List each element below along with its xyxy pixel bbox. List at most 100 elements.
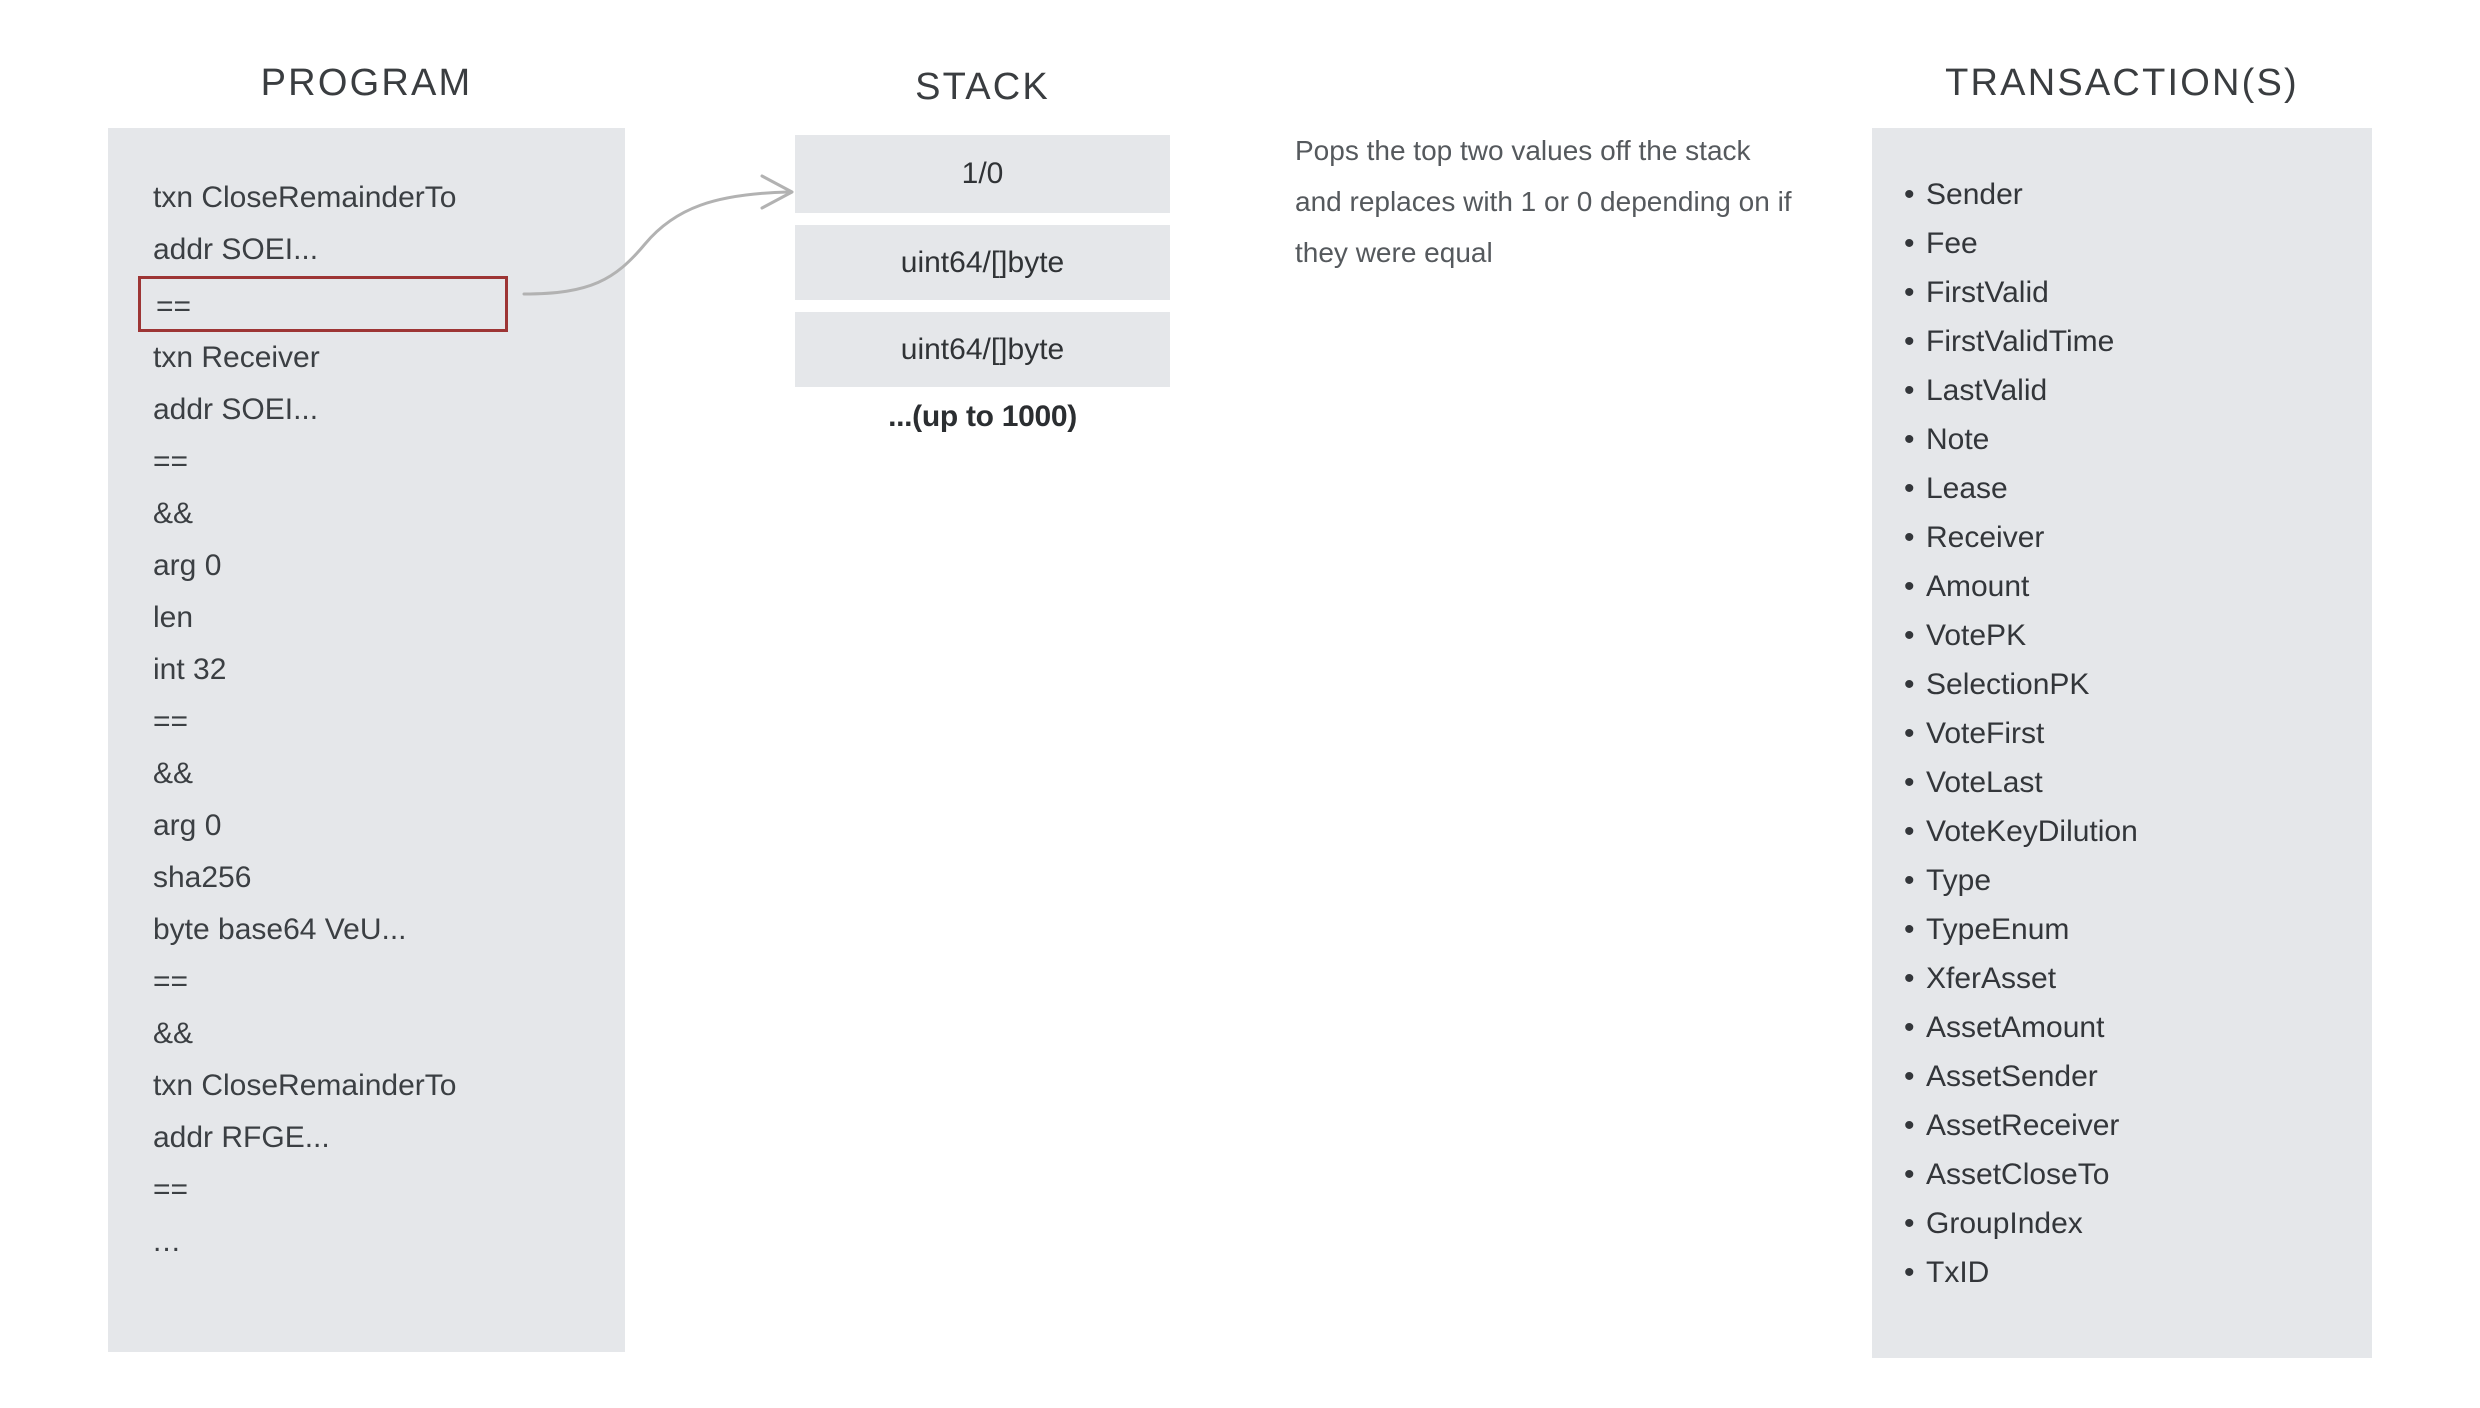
- bullet-icon: •: [1904, 913, 1915, 946]
- stack-column: 1/0 uint64/[]byte uint64/[]byte ...(up t…: [795, 135, 1170, 434]
- transaction-field: • VoteLast: [1904, 758, 2138, 807]
- stack-cell: 1/0: [795, 135, 1170, 213]
- opcode-annotation-text: Pops the top two values off the stack an…: [1295, 135, 1792, 268]
- stack-cell: uint64/[]byte: [795, 312, 1170, 387]
- program-line: ==: [153, 445, 189, 478]
- transaction-field-label: VoteFirst: [1926, 717, 2045, 750]
- transaction-field-label: AssetAmount: [1926, 1011, 2105, 1044]
- bullet-icon: •: [1904, 472, 1915, 505]
- program-line: arg 0: [153, 549, 222, 582]
- transaction-field: • VoteKeyDilution: [1904, 807, 2138, 856]
- bullet-icon: •: [1904, 668, 1915, 701]
- transaction-field: • XferAsset: [1904, 954, 2138, 1003]
- stack-column-heading: STACK: [915, 66, 1050, 108]
- transaction-field-label: Receiver: [1926, 521, 2045, 554]
- program-line: ==: [153, 705, 189, 738]
- transaction-field-label: FirstValid: [1926, 276, 2049, 309]
- transaction-field: • Note: [1904, 415, 2138, 464]
- transaction-field-label: Fee: [1926, 227, 1978, 260]
- program-line: txn Receiver: [153, 341, 320, 374]
- transaction-field: • Receiver: [1904, 513, 2138, 562]
- transaction-field-label: AssetSender: [1926, 1060, 2098, 1093]
- transaction-field: • GroupIndex: [1904, 1199, 2138, 1248]
- program-line: sha256: [153, 861, 252, 894]
- transaction-field: • VoteFirst: [1904, 709, 2138, 758]
- bullet-icon: •: [1904, 227, 1915, 260]
- transaction-field: • AssetReceiver: [1904, 1101, 2138, 1150]
- bullet-icon: •: [1904, 717, 1915, 750]
- program-line: addr SOEI...: [153, 233, 319, 266]
- transactions-column-heading: TRANSACTION(S): [1945, 62, 2299, 104]
- transaction-field: • AssetSender: [1904, 1052, 2138, 1101]
- transaction-field: • SelectionPK: [1904, 660, 2138, 709]
- program-line: &&: [153, 757, 194, 790]
- transaction-field-label: Sender: [1926, 178, 2023, 211]
- program-column-heading: PROGRAM: [260, 62, 473, 104]
- transaction-field: • FirstValid: [1904, 268, 2138, 317]
- bullet-icon: •: [1904, 178, 1915, 211]
- transaction-field: • Fee: [1904, 219, 2138, 268]
- transaction-field-label: Type: [1926, 864, 1992, 897]
- transaction-field-label: GroupIndex: [1926, 1207, 2083, 1240]
- program-line: ==: [153, 965, 189, 998]
- program-line: &&: [153, 1017, 194, 1050]
- transaction-field-label: VoteKeyDilution: [1926, 815, 2138, 848]
- bullet-icon: •: [1904, 1060, 1915, 1093]
- transaction-field: • Type: [1904, 856, 2138, 905]
- bullet-icon: •: [1904, 815, 1915, 848]
- transaction-field: • Sender: [1904, 170, 2138, 219]
- transaction-field-label: Note: [1926, 423, 1990, 456]
- bullet-icon: •: [1904, 374, 1915, 407]
- program-line: ==: [153, 1173, 189, 1206]
- transaction-field-label: VotePK: [1926, 619, 2027, 652]
- program-line: addr RFGE...: [153, 1121, 330, 1154]
- transaction-field-label: TypeEnum: [1926, 913, 2070, 946]
- transaction-field: • VotePK: [1904, 611, 2138, 660]
- program-line: txn CloseRemainderTo: [153, 181, 457, 214]
- bullet-icon: •: [1904, 864, 1915, 897]
- transactions-panel: • Sender • Fee • FirstValid • FirstValidTime • La…: [1872, 128, 2372, 1358]
- transaction-field-label: AssetReceiver: [1926, 1109, 2120, 1142]
- transaction-field: • TxID: [1904, 1248, 2138, 1297]
- transaction-field: • TypeEnum: [1904, 905, 2138, 954]
- bullet-icon: •: [1904, 1158, 1915, 1191]
- bullet-icon: •: [1904, 521, 1915, 554]
- transaction-field: • AssetCloseTo: [1904, 1150, 2138, 1199]
- bullet-icon: •: [1904, 325, 1915, 358]
- bullet-icon: •: [1904, 962, 1915, 995]
- transaction-field: • Lease: [1904, 464, 2138, 513]
- program-line: arg 0: [153, 809, 222, 842]
- transaction-field: • AssetAmount: [1904, 1003, 2138, 1052]
- transaction-field: •Amount: [1904, 562, 2138, 611]
- transaction-field-label: FirstValidTime: [1926, 325, 2115, 358]
- bullet-icon: •: [1904, 276, 1915, 309]
- transaction-field: • LastValid: [1904, 366, 2138, 415]
- transaction-field-label: XferAsset: [1926, 962, 2057, 995]
- program-line: int 32: [153, 653, 227, 686]
- transaction-field-label: VoteLast: [1926, 766, 2043, 799]
- program-panel: txn CloseRemainderTo addr SOEI... == txn Re…: [108, 128, 625, 1352]
- transaction-field-label: AssetCloseTo: [1926, 1158, 2110, 1191]
- bullet-icon: •: [1904, 1011, 1915, 1044]
- transaction-field-label: SelectionPK: [1926, 668, 2090, 701]
- transaction-field-label: Amount: [1926, 570, 2030, 603]
- program-line: &&: [153, 497, 194, 530]
- bullet-icon: •: [1904, 619, 1915, 652]
- program-line: byte base64 VeU...: [153, 913, 407, 946]
- transaction-field-label: Lease: [1926, 472, 2008, 505]
- bullet-icon: •: [1904, 1207, 1915, 1240]
- stack-cell: uint64/[]byte: [795, 225, 1170, 300]
- transaction-field-label: TxID: [1926, 1256, 1990, 1289]
- stack-overflow-note: ...(up to 1000): [888, 400, 1077, 433]
- bullet-icon: •: [1904, 766, 1915, 799]
- bullet-icon: •: [1904, 1256, 1915, 1289]
- program-line: ...: [153, 1225, 182, 1258]
- transaction-field-label: LastValid: [1926, 374, 2048, 407]
- program-line-highlighted: ==: [138, 276, 508, 332]
- bullet-icon: •: [1904, 423, 1915, 456]
- transaction-field-list: • Sender • Fee • FirstValid • FirstValidTime • La…: [1904, 170, 2138, 1297]
- program-line: txn CloseRemainderTo: [153, 1069, 457, 1102]
- program-line: len: [153, 601, 194, 634]
- program-line: addr SOEI...: [153, 393, 319, 426]
- bullet-icon: •: [1904, 1109, 1915, 1142]
